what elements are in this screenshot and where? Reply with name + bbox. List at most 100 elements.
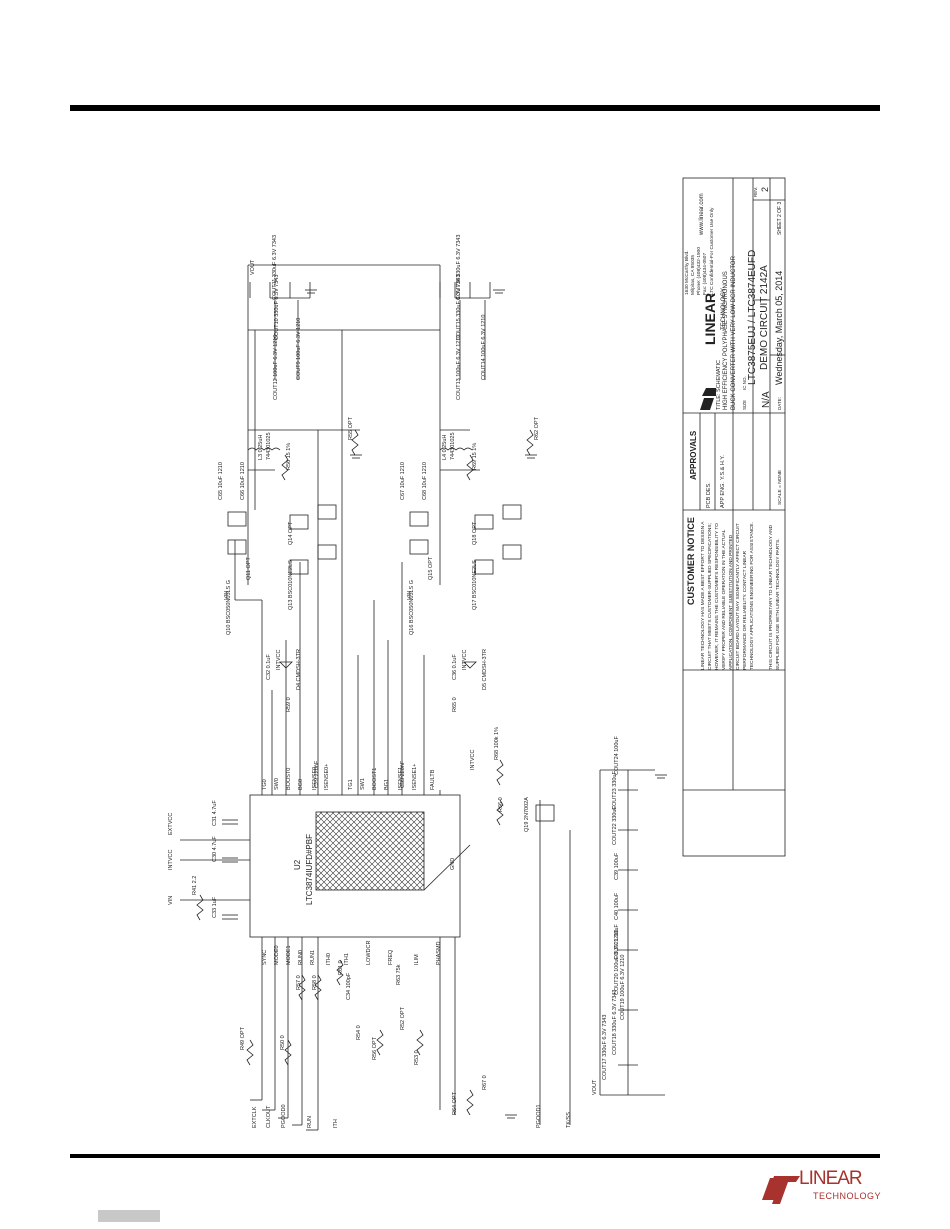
notice-body-2: HOWEVER, IT REMAINS THE CUSTOMER'S RESPO… — [714, 523, 720, 670]
misc-c68: C68 10uF 1210 — [422, 462, 428, 500]
pin-ith0: ITH0 — [326, 953, 332, 965]
q10-label: Q10 BSC050N03LS G — [226, 580, 232, 635]
footer-brand: LINEAR — [799, 1168, 863, 1189]
net-vin-2: VIN — [407, 591, 413, 600]
page-number-tab — [98, 1210, 160, 1222]
misc-r61: R61 0 — [338, 960, 344, 975]
pin-run0: RUN0 — [298, 950, 304, 965]
net-intvcc-3: INTVCC — [462, 650, 468, 671]
q18-label: Q18 OPT — [472, 521, 478, 545]
rev-value: 2 — [760, 187, 770, 192]
net-tkss: TK/SS — [566, 1112, 572, 1128]
cout9: COUT9 100uF 6.3V 1210 — [296, 318, 302, 380]
pin-sync: SYNC — [262, 950, 268, 965]
notice-body-3: VERIFY PROPER AND RELIABLE OPERATION IN … — [721, 529, 727, 670]
ic-u2-pad — [315, 811, 425, 891]
bcap-5: C40 100uF — [614, 892, 620, 920]
cout13: COUT13 100uF 6.3V 1210 — [456, 335, 462, 400]
misc-r67: R67 0 — [482, 1075, 488, 1090]
cout14: COUT14 100uF 6.3V 1210 — [481, 315, 487, 380]
misc-c33: C33 1uF — [212, 896, 218, 918]
web: www.linear.com — [699, 193, 705, 236]
notice-body-0: LINEAR TECHNOLOGY HAS MADE A BEST EFFORT… — [700, 521, 706, 670]
title-label: TITLE: SCHEMATIC — [716, 360, 722, 410]
notice-footer-0: THIS CIRCUIT IS PROPRIETARY TO LINEAR TE… — [768, 524, 774, 670]
misc-c29: C29 220nF — [314, 760, 320, 788]
net-run: RUN — [307, 1116, 313, 1128]
tb-brand: LINEAR — [702, 293, 718, 345]
addr-3: Fax: (408)434-0507 — [702, 253, 708, 295]
pin-boost1: BOOST1 — [372, 768, 378, 790]
bcap-9: COUT24 100uF — [614, 736, 620, 775]
l3-pn: 744301025 — [266, 432, 272, 460]
title-block-lt-logo — [700, 388, 716, 410]
misc-r62: R62 OPT — [534, 416, 540, 440]
pin-isense1p: ISENSE1+ — [412, 764, 418, 790]
misc-c30: C30 4.7uF — [212, 836, 218, 862]
misc-r69: R69 15 1% — [472, 443, 478, 470]
notice-title: CUSTOMER NOTICE — [686, 517, 696, 605]
notice-body-5: CIRCUIT BOARD LAYOUT MAY SIGNIFICANTLY A… — [735, 523, 741, 670]
l4-label: L4 0.25uH — [442, 435, 448, 460]
title-line1: HIGH EFFICIENCY POLYPHASE SYNCHRONOUS — [723, 271, 729, 410]
app-eng-name: Y.S.& H.Y. — [720, 455, 726, 480]
ic-part: LTC3874IUFD#PBF — [305, 834, 314, 905]
cout11: COUT11 330uF 6.3V 7343 — [272, 235, 278, 300]
misc-r41: R41 2.2 — [192, 876, 198, 895]
scale-label: SCALE = NONE — [777, 470, 783, 505]
confidential: LTC Confidential-For Customer Use Only — [709, 207, 715, 295]
misc-r52: R52 OPT — [400, 1006, 406, 1030]
net-pgood0: PGOOD0 — [281, 1104, 287, 1128]
misc-c65: C65 10uF 1210 — [218, 462, 224, 500]
misc-r65: R65 0 — [452, 697, 458, 712]
pin-lowdcr: LOWDCR — [366, 941, 372, 965]
addr-1: Milpitas, CA 95035 — [690, 255, 696, 295]
misc-r66: R66 0 — [498, 797, 504, 812]
pin-ilim: ILIM — [414, 954, 420, 965]
misc-c66: C66 10uF 1210 — [240, 462, 246, 500]
misc-c31: C31 4.7uF — [212, 800, 218, 826]
cout10: COUT10 330uF 6.3V 7343 — [274, 275, 280, 340]
d4-label: D4 CMDSH-3TR — [296, 649, 302, 690]
bcap-1: COUT18 330uF 6.3V 7343 — [612, 990, 618, 1055]
linear-logo-icon — [762, 1176, 800, 1204]
net-extclk: EXTCLK — [252, 1106, 258, 1128]
notice-body-7: TECHNOLOGY APPLICATIONS ENGINEERING FOR … — [749, 522, 755, 670]
date-label: DATE: — [777, 397, 782, 410]
misc-r50: R50 0 — [280, 1035, 286, 1050]
pin-sw1: SW1 — [360, 778, 366, 790]
net-intvcc-2: INTVCC — [276, 650, 282, 671]
misc-r68: R68 100k 1% — [494, 727, 500, 760]
size-value: N/A — [761, 391, 772, 408]
pin-mode1: MODE1 — [286, 945, 292, 965]
bcap-3: COUT20 100uF 6.3V 1210 — [614, 930, 620, 995]
net-vin-3: VIN — [168, 896, 174, 905]
pin-gnd: GND — [450, 858, 456, 870]
net-ith: ITH — [333, 1119, 339, 1128]
app-eng-label: APP ENG. — [720, 482, 726, 508]
header-rule — [70, 105, 880, 111]
title-block — [682, 177, 786, 857]
misc-r59: R59 0 — [286, 697, 292, 712]
bcap-7: COUT22 330uF — [612, 806, 618, 845]
rev-label: REV. — [753, 187, 758, 197]
misc-r49: R49 OPT — [240, 1026, 246, 1050]
misc-c36: C36 0.1uF — [452, 654, 458, 680]
notice-footer-1: SUPPLIED FOR USE WITH LINEAR TECHNOLOGY … — [775, 538, 781, 670]
net-intvcc-1: INTVCC — [168, 850, 174, 871]
tb-brand-sub: TECHNOLOGY — [721, 288, 727, 330]
demo-value: DEMO CIRCUIT 2142A — [759, 265, 770, 370]
addr-2: Phone: (408)432-1900 — [696, 247, 702, 295]
misc-q19: Q19 2N7002A — [524, 797, 530, 832]
ic-ref: U2 — [293, 859, 302, 870]
notice-body-4: APPLICATION. COMPONENT SUBSTITUTION AND … — [728, 534, 734, 670]
notice-body-6: PERFORMANCE OR RELIABILITY. CONTACT LINE… — [742, 550, 748, 670]
approvals-label: APPROVALS — [689, 430, 698, 480]
sheet-value: SHEET 2 OF 3 — [777, 202, 783, 235]
pin-ith1: ITH1 — [344, 953, 350, 965]
footer-brand-sub: TECHNOLOGY — [813, 1191, 882, 1201]
pin-isense0n: ISENSE0- — [312, 765, 318, 790]
bcap-8: COUT23 330uF — [612, 771, 618, 810]
misc-r64: R64 OPT — [452, 1091, 458, 1115]
